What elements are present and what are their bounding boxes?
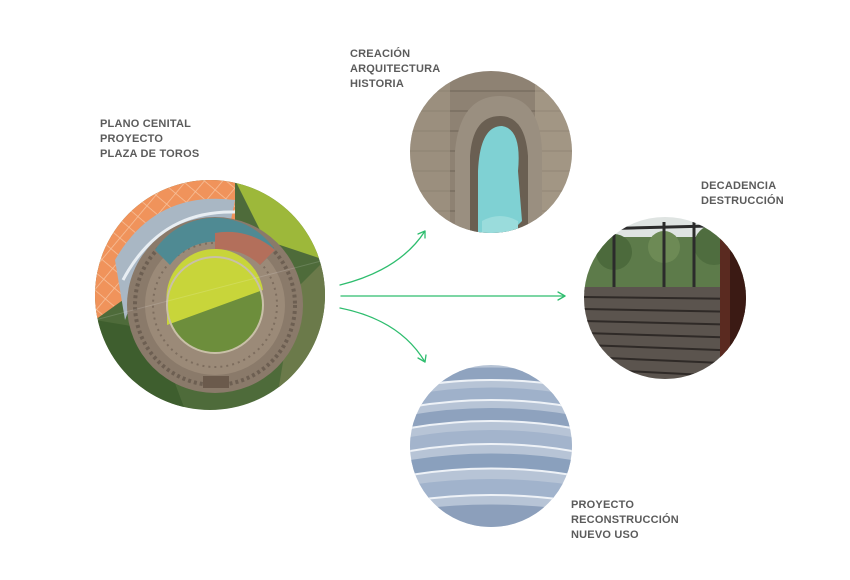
label-line: PROYECTO bbox=[100, 133, 164, 145]
ruin-photo bbox=[584, 217, 746, 379]
label-plano-cenital: PLANO CENITAL PROYECTO PLAZA DE TOROS bbox=[100, 117, 199, 162]
arrow-to-decadencia bbox=[340, 291, 566, 301]
arch-photo bbox=[410, 71, 572, 233]
aerial-plan-image bbox=[95, 180, 325, 410]
label-line: DESTRUCCIÓN bbox=[701, 195, 784, 207]
label-line: HISTORIA bbox=[350, 78, 404, 90]
label-proyecto: PROYECTO RECONSTRUCCIÓN NUEVO USO bbox=[571, 498, 679, 543]
label-line: PROYECTO bbox=[571, 499, 635, 511]
steps-photo bbox=[410, 365, 572, 527]
label-line: PLAZA DE TOROS bbox=[100, 148, 200, 160]
arrow-to-creacion bbox=[339, 230, 426, 286]
label-line: CREACIÓN bbox=[350, 48, 411, 60]
label-line: RECONSTRUCCIÓN bbox=[571, 514, 679, 526]
label-decadencia: DECADENCIA DESTRUCCIÓN bbox=[701, 179, 784, 209]
label-line: DECADENCIA bbox=[701, 180, 777, 192]
label-line: NUEVO USO bbox=[571, 529, 639, 541]
label-line: PLANO CENITAL bbox=[100, 118, 192, 130]
arrow-to-proyecto bbox=[339, 307, 427, 363]
